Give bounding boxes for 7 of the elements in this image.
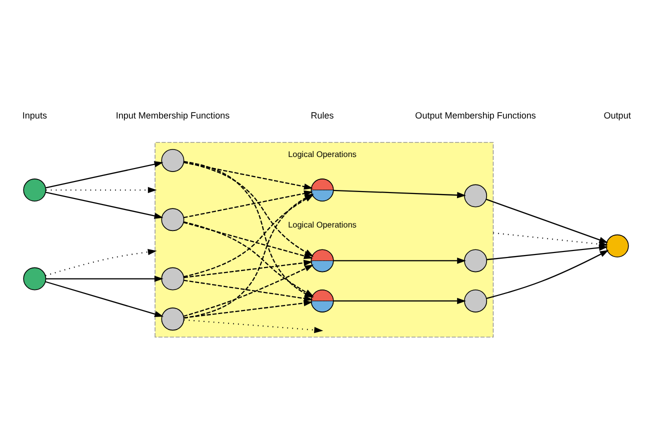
label: Input Membership Functions <box>116 110 230 120</box>
label: Output Membership Functions <box>415 110 536 120</box>
label: Rules <box>310 110 334 120</box>
label: Inputs <box>22 110 47 120</box>
label: Output <box>604 110 631 120</box>
node-label: Logical Operations <box>288 220 357 229</box>
node-label: Logical Operations <box>288 149 357 158</box>
